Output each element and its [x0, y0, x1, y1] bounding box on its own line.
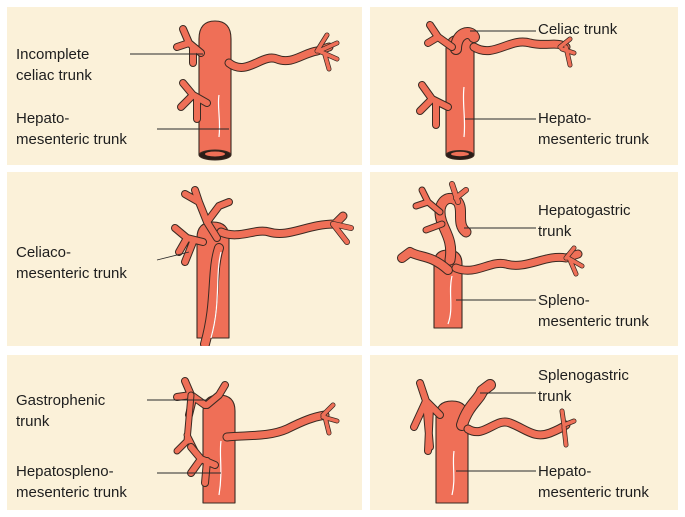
label-hepato-mesenteric-trunk: Hepato-mesenteric trunk: [538, 461, 649, 503]
splenic-artery: [229, 35, 337, 69]
left-gastric-artery: [177, 29, 201, 63]
aorta: [446, 35, 474, 160]
aorta: [203, 395, 235, 503]
aorta: [199, 21, 231, 160]
label-hepato-mesenteric-trunk: Hepato-mesenteric trunk: [538, 108, 649, 150]
hepatogastric-trunk-vessel: [416, 184, 466, 260]
splenic-artery: [402, 248, 582, 274]
label-celiaco-mesenteric-trunk: Celiaco-mesenteric trunk: [16, 242, 127, 284]
splenic-artery: [227, 405, 337, 437]
label-spleno-mesenteric-trunk: Spleno-mesenteric trunk: [538, 290, 649, 332]
panel-celiaco-mesenteric-trunk: Celiaco-mesenteric trunk: [7, 172, 362, 346]
hepatic-artery: [420, 85, 448, 125]
label-hepatospleno-mesenteric-trunk: Hepatospleno-mesenteric trunk: [16, 461, 127, 503]
label-hepato-mesenteric-trunk: Hepato-mesenteric trunk: [16, 108, 127, 150]
label-celiac-trunk: Celiac trunk: [538, 19, 617, 40]
panel-celiac-trunk: Celiac trunk Hepato-mesenteric trunk: [370, 7, 678, 165]
